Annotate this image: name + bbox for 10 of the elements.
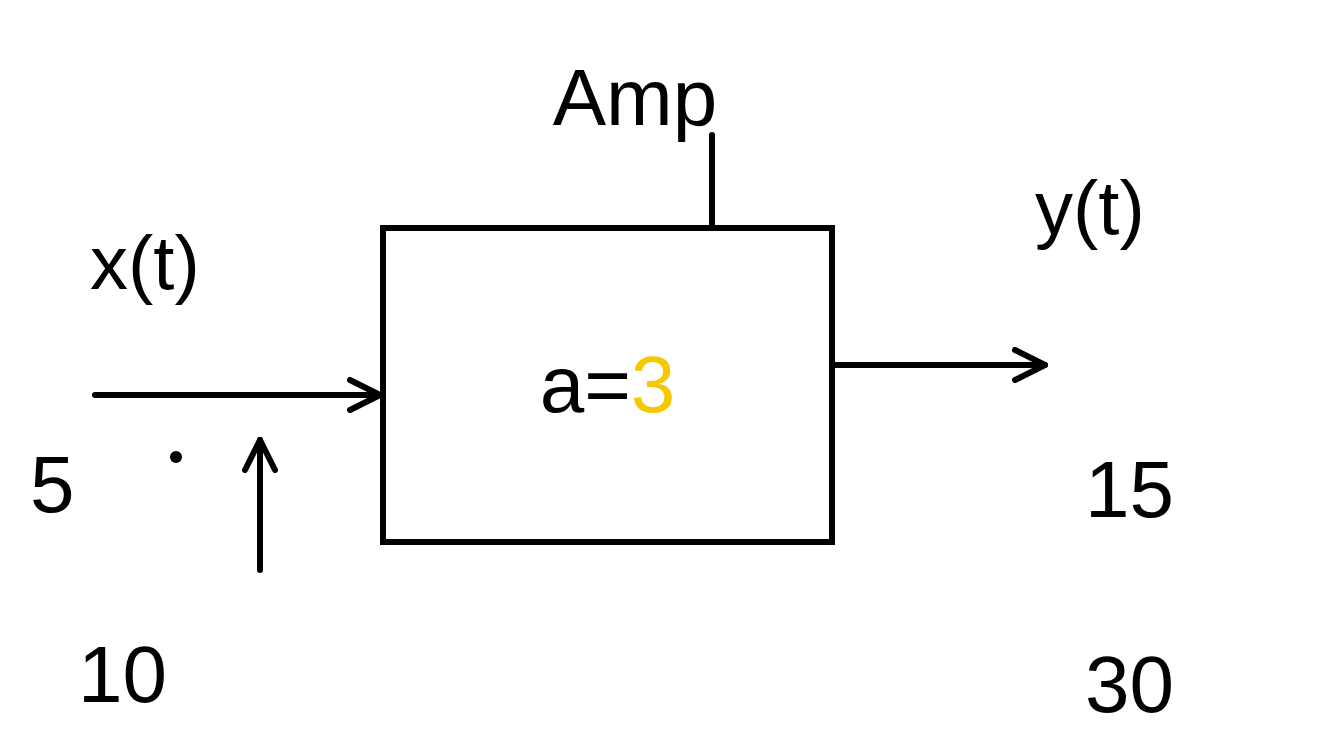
- amplifier-box: [380, 225, 835, 545]
- leader-line: [709, 132, 715, 228]
- gain-label: a=: [539, 345, 631, 425]
- value-label: 10: [78, 635, 167, 715]
- value-label: 30: [1085, 645, 1174, 725]
- signal-arrow: [832, 347, 1048, 383]
- value-label: 15: [1085, 450, 1174, 530]
- gain-value: 3: [630, 345, 676, 425]
- value-label: 5: [30, 445, 75, 525]
- signal-arrow: [92, 377, 383, 413]
